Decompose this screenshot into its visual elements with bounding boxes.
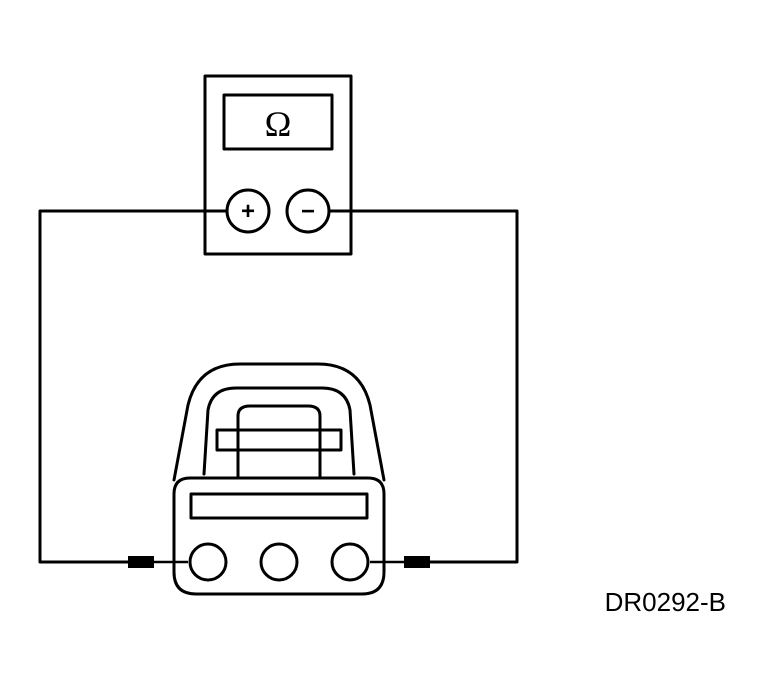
connector-lock-outer — [172, 362, 386, 482]
connector-lock-inner — [202, 386, 356, 476]
negative-terminal-label: − — [301, 198, 315, 225]
figure-code: DR0292-B — [605, 587, 726, 617]
positive-terminal — [225, 188, 271, 234]
negative-lead-wire — [328, 209, 519, 564]
connector-latch — [236, 404, 322, 478]
positive-probe-body — [128, 556, 154, 568]
positive-terminal-label: + — [241, 198, 255, 225]
three-pin-connector — [172, 362, 386, 596]
connector-body — [172, 476, 386, 596]
ohmmeter-body — [203, 74, 353, 256]
connector-latch-bar — [215, 428, 343, 452]
ohmmeter: Ω + − — [203, 74, 353, 256]
connector-pin-2 — [259, 542, 299, 582]
negative-terminal — [285, 188, 331, 234]
test-leads — [38, 209, 519, 564]
connector-pin-1 — [188, 542, 228, 582]
connector-slot — [189, 492, 369, 520]
positive-lead-wire — [38, 209, 228, 564]
probes — [128, 556, 430, 568]
ohmmeter-display — [222, 93, 334, 151]
negative-probe-body — [404, 556, 430, 568]
ohm-symbol: Ω — [265, 104, 292, 144]
connector-pin-3 — [330, 542, 370, 582]
